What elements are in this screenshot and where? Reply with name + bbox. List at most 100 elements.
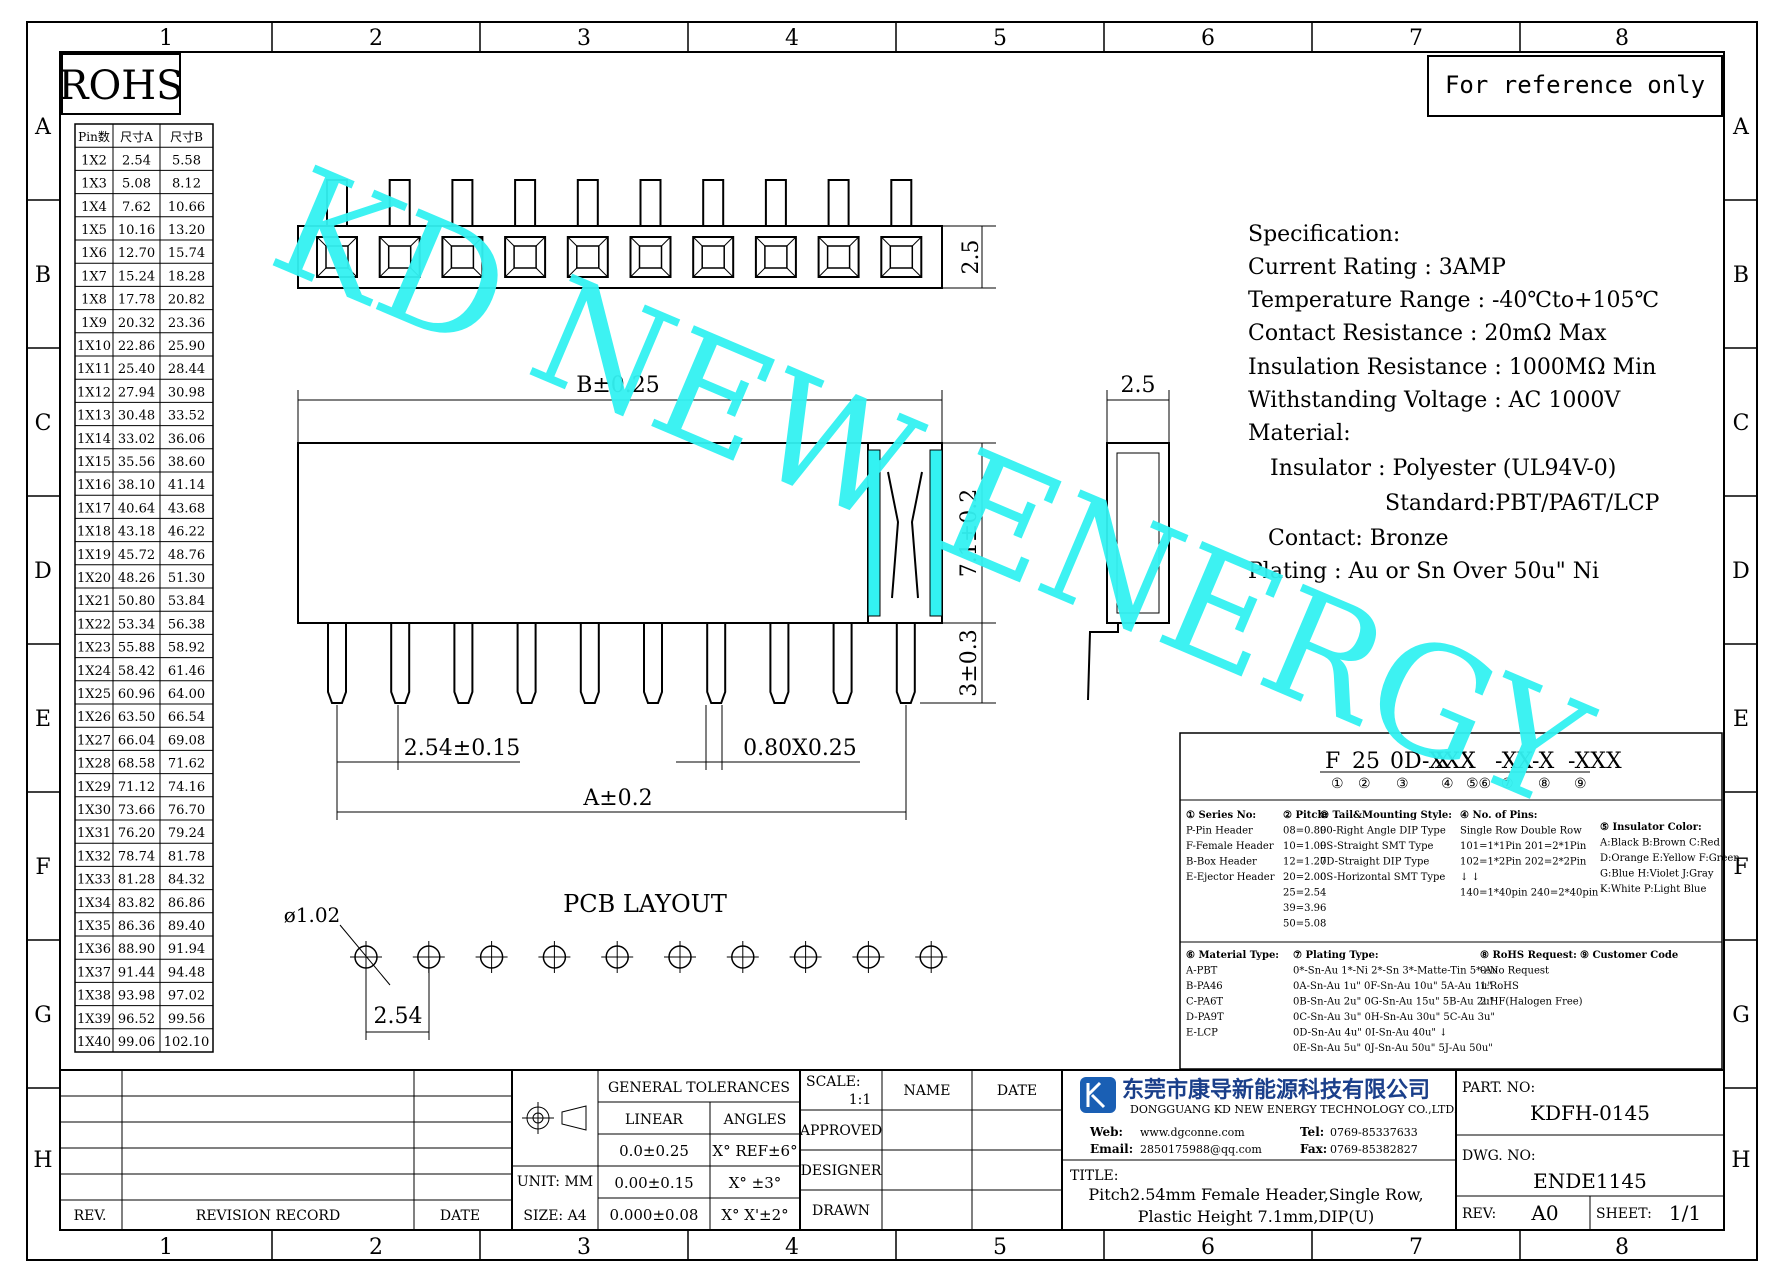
part-code-series-item: E-Ejector Header xyxy=(1186,872,1275,883)
part-code-pitch-item: 39=3.96 xyxy=(1283,903,1326,914)
part-code-material-type-item: D-PA9T xyxy=(1186,1012,1224,1023)
part-code-plating-type-item: 0C-Sn-Au 3u" 0H-Sn-Au 30u" 5C-Au 3u" xyxy=(1293,1012,1495,1023)
specification: Specification: Current Rating : 3AMP Tem… xyxy=(1248,222,1660,584)
top-pin-socket xyxy=(316,236,358,278)
zone-column-label: 7 xyxy=(1409,1235,1423,1260)
pin-table-cell: 15.24 xyxy=(118,269,155,284)
part-code-series-item: P-Pin Header xyxy=(1186,826,1253,837)
top-pin-post xyxy=(451,179,474,227)
part-code-marker: ⑨ xyxy=(1574,776,1587,792)
pin-table-cell: 91.94 xyxy=(168,942,205,957)
dim-pin-length: 3±0.3 xyxy=(957,629,982,696)
pin-table-cell: 18.28 xyxy=(168,269,205,284)
title-block xyxy=(59,1069,1725,1231)
pin-table-cell: 76.70 xyxy=(168,803,205,818)
part-code-plating-type-item: 0E-Sn-Au 5u" 0J-Sn-Au 50u" 5J-Au 50u" xyxy=(1293,1043,1493,1054)
pin-table-cell: 1X26 xyxy=(77,710,111,725)
pin-table-cell: 1X27 xyxy=(77,733,111,748)
zone-ticks xyxy=(27,22,1757,1260)
part-code-segment: X xyxy=(1460,749,1476,774)
pin-table-cell: 69.08 xyxy=(168,733,205,748)
date-header-2: DATE xyxy=(997,1083,1037,1099)
top-pin-socket xyxy=(378,236,421,278)
spec-voltage: Withstanding Voltage : AC 1000V xyxy=(1248,388,1621,413)
rohs-box xyxy=(61,53,181,115)
top-pin-post xyxy=(764,179,787,227)
part-code-series-item: F-Female Header xyxy=(1186,841,1274,852)
part-code-pitch-item: 20=2.00 xyxy=(1283,872,1326,883)
pin-table-cell: 1X12 xyxy=(77,385,111,400)
pin-table-cell: 17.78 xyxy=(118,293,155,308)
pin-table-cell: 97.02 xyxy=(168,989,205,1004)
title-block-text: REV. REVISION RECORD DATE GENERAL TOLERA… xyxy=(74,1074,1038,1224)
part-code-segment: 25 xyxy=(1352,749,1380,774)
reference-label: For reference only xyxy=(1445,71,1705,99)
pin-table-cell: 33.52 xyxy=(168,409,205,424)
pin-table-cell: 1X17 xyxy=(77,501,111,516)
part-code-segment: X xyxy=(1435,749,1451,774)
front-view xyxy=(297,390,996,820)
dim-pitch: 2.54±0.15 xyxy=(404,736,520,761)
pin-table-cell: 89.40 xyxy=(168,919,205,934)
pin-table-cell: 5.08 xyxy=(122,177,151,192)
pin-table-cell: 66.04 xyxy=(118,733,155,748)
part-code-plating-type-item: 0D-Sn-Au 4u" 0I-Sn-Au 40u" ↓ xyxy=(1293,1028,1448,1039)
top-pin-socket xyxy=(629,236,672,278)
rev-value: A0 xyxy=(1530,1201,1558,1225)
zone-row-label: H xyxy=(33,1148,52,1173)
part-code-rohs-request-title: ⑧ RoHS Request: xyxy=(1480,950,1577,961)
top-pin-socket-chamfer xyxy=(630,236,671,278)
front-pin xyxy=(832,623,853,704)
rev-header: REV. xyxy=(74,1208,107,1224)
top-pin-socket-chamfer xyxy=(880,236,922,278)
fax-value: 0769-85382827 xyxy=(1330,1143,1418,1156)
pin-table-cell: 58.92 xyxy=(168,641,205,656)
pin-table-cell: 13.20 xyxy=(168,223,205,238)
part-code-plating-type-title: ⑦ Plating Type: xyxy=(1293,950,1379,961)
front-pin xyxy=(453,623,474,704)
pin-table-cell: 1X20 xyxy=(77,571,111,586)
top-pin-post xyxy=(576,179,599,227)
top-pin-post xyxy=(388,179,411,227)
pin-table-cell: 43.68 xyxy=(168,501,205,516)
zone-column-label: 5 xyxy=(993,26,1007,51)
tol-linear-3: 0.000±0.08 xyxy=(610,1206,699,1224)
side-view-body xyxy=(1106,442,1170,624)
part-code-segment: -XX xyxy=(1495,749,1533,774)
company-name-en: DONGGUANG KD NEW ENERGY TECHNOLOGY CO.,L… xyxy=(1130,1103,1457,1116)
pin-table-cell: 99.56 xyxy=(168,1012,205,1027)
pin-table-cell: 61.46 xyxy=(168,664,205,679)
pin-table-cell: 10.66 xyxy=(168,200,205,215)
top-pin-socket-inner xyxy=(764,245,788,269)
pin-table-cell: 1X16 xyxy=(77,478,111,493)
general-tolerances: GENERAL TOLERANCES xyxy=(608,1080,790,1096)
pin-table-cell: 81.78 xyxy=(168,849,205,864)
tol-angle-2: X° ±3° xyxy=(729,1174,782,1192)
part-code-marker: ② xyxy=(1358,776,1371,792)
zone-row-label: C xyxy=(35,411,52,436)
top-pin-socket xyxy=(441,236,484,278)
pin-table-cell: 43.18 xyxy=(118,525,155,540)
dim-side-width: 2.5 xyxy=(1121,373,1156,398)
part-code-mounting-item: 0S-Horizontal SMT Type xyxy=(1320,872,1445,883)
section-wall xyxy=(867,449,881,617)
top-pin-socket-inner xyxy=(701,245,725,269)
part-code-rohs-request-item: 2:HF(Halogen Free) xyxy=(1480,997,1583,1008)
pin-table-cell: 1X23 xyxy=(77,641,111,656)
size-label: SIZE: A4 xyxy=(523,1208,586,1224)
pin-table-cell: 71.62 xyxy=(168,757,205,772)
top-pin-socket xyxy=(566,236,609,278)
rohs-label: ROHS xyxy=(58,63,183,109)
zone-row-label: G xyxy=(34,1003,52,1028)
part-code-pitch-title: ② Pitch: xyxy=(1283,810,1328,821)
title-block-frame xyxy=(59,1069,1725,1231)
spec-material: Material: xyxy=(1248,421,1351,446)
pin-table-cell: 1X5 xyxy=(81,223,107,238)
part-code-series-title: ① Series No: xyxy=(1186,810,1256,821)
pin-table-cell: 10.16 xyxy=(118,223,155,238)
part-code-plating-type-item: 0A-Sn-Au 1u" 0F-Sn-Au 10u" 5A-Au 1u" xyxy=(1293,981,1492,992)
front-view-pins xyxy=(327,623,916,704)
pin-table-cell: 27.94 xyxy=(118,385,155,400)
front-pin xyxy=(390,623,411,704)
part-code-material-type-item: A-PBT xyxy=(1185,966,1218,977)
